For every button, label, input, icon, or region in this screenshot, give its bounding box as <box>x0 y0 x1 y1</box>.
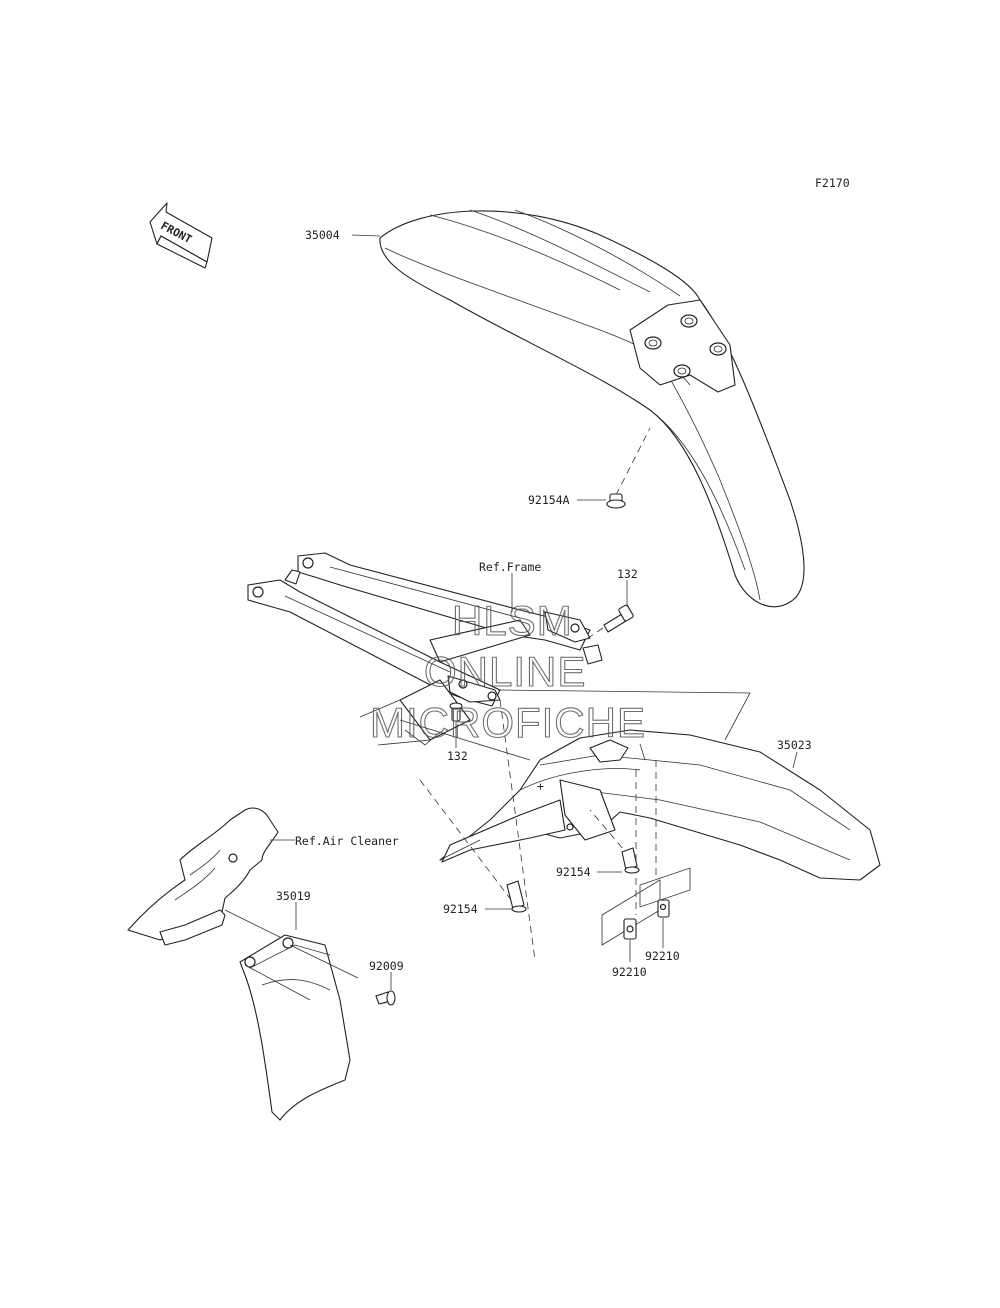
watermark: HLSM ONLINE MICROFICHE <box>369 596 646 746</box>
part-label-35023: 35023 <box>777 738 812 752</box>
nut-92210-right <box>639 867 691 918</box>
ref-air-cleaner-label: Ref.Air Cleaner <box>295 834 399 848</box>
part-label-132-upper: 132 <box>617 567 638 581</box>
flap <box>239 934 359 1121</box>
watermark-line-1: HLSM <box>452 597 573 644</box>
ref-frame-label: Ref.Frame <box>479 560 541 574</box>
bolt-132-upper <box>584 604 634 641</box>
air-cleaner <box>127 807 301 948</box>
bolt-92154-right <box>621 847 640 874</box>
rear-fender: + <box>399 689 881 881</box>
frame-rails <box>247 552 603 746</box>
part-label-35019: 35019 <box>276 889 311 903</box>
part-label-132-lower: 132 <box>447 749 468 763</box>
part-label-92210-right: 92210 <box>645 949 680 963</box>
front-fender <box>379 209 805 608</box>
watermark-line-3: MICROFICHE <box>370 699 646 746</box>
part-label-92154a: 92154A <box>528 493 570 507</box>
assembly-line-bolt-right <box>589 809 631 858</box>
watermark-line-2: ONLINE <box>424 648 586 695</box>
assembly-line-left <box>499 699 536 961</box>
figure-code: F2170 <box>815 176 850 190</box>
part-label-92154-left: 92154 <box>443 902 478 916</box>
bolt-92154-left <box>506 880 527 913</box>
part-label-92210-left: 92210 <box>612 965 647 979</box>
cross-mark: + <box>537 779 544 793</box>
part-label-92009: 92009 <box>369 959 404 973</box>
part-label-92154-right: 92154 <box>556 865 591 879</box>
bolt-92154a <box>606 427 651 509</box>
bolt-132-lower <box>449 702 463 722</box>
assembly-line-bolt-left <box>419 779 516 906</box>
front-arrow-icon: FRONT <box>149 202 213 269</box>
screw-92009 <box>375 990 396 1006</box>
part-label-35004: 35004 <box>305 228 340 242</box>
nut-92210-left <box>601 879 661 946</box>
